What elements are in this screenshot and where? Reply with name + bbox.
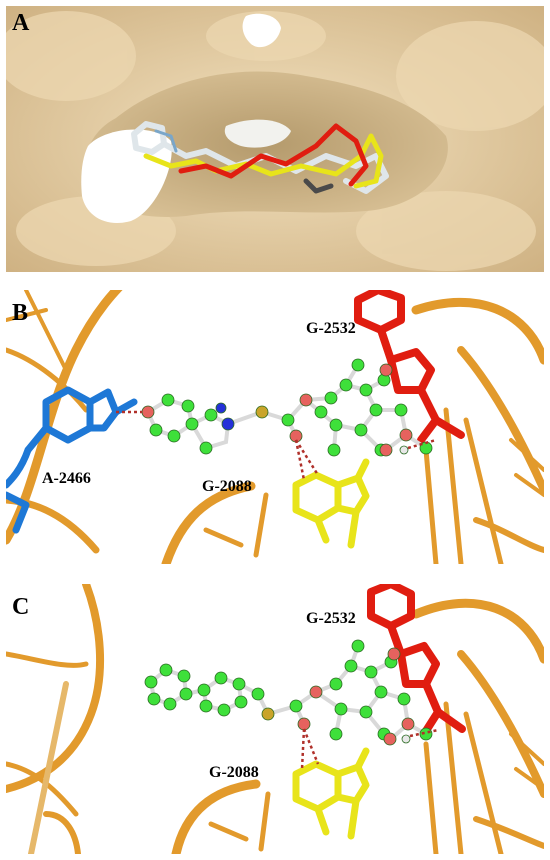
residue-label-g2088: G-2088 — [209, 764, 259, 781]
ligand-atoms — [144, 639, 433, 746]
residue-g2088 — [292, 747, 370, 840]
ligand-overlay — [131, 121, 389, 194]
residue-g2088 — [292, 458, 370, 549]
residue-label-g2532: G-2532 — [306, 610, 356, 627]
hydrogen-bonds — [300, 728, 439, 770]
interaction-diagram-c — [6, 584, 544, 854]
rna-backbone — [6, 584, 544, 854]
panel-b: B G-2532 A-2466 G-2088 — [6, 290, 544, 564]
residue-label-a2466: A-2466 — [42, 470, 91, 487]
panel-letter: B — [12, 300, 29, 326]
ligand-atoms — [141, 358, 433, 457]
residue-label-g2532: G-2532 — [306, 320, 356, 337]
surface-gap — [242, 13, 281, 48]
residue-label-g2088: G-2088 — [202, 478, 252, 495]
panel-c: C G-2532 G-2088 — [6, 584, 544, 854]
binding-pocket-surface-figure — [6, 6, 544, 272]
panel-a: A — [6, 6, 544, 272]
panel-letter: C — [12, 594, 30, 620]
surface-lobes — [6, 11, 544, 271]
interaction-diagram-b — [6, 290, 544, 564]
surface-gap — [224, 119, 291, 148]
panel-letter: A — [12, 10, 30, 36]
rna-backbone — [6, 290, 544, 564]
residue-a2466 — [6, 386, 138, 534]
hydrogen-bonds — [116, 410, 437, 481]
residue-g2532 — [354, 290, 465, 444]
